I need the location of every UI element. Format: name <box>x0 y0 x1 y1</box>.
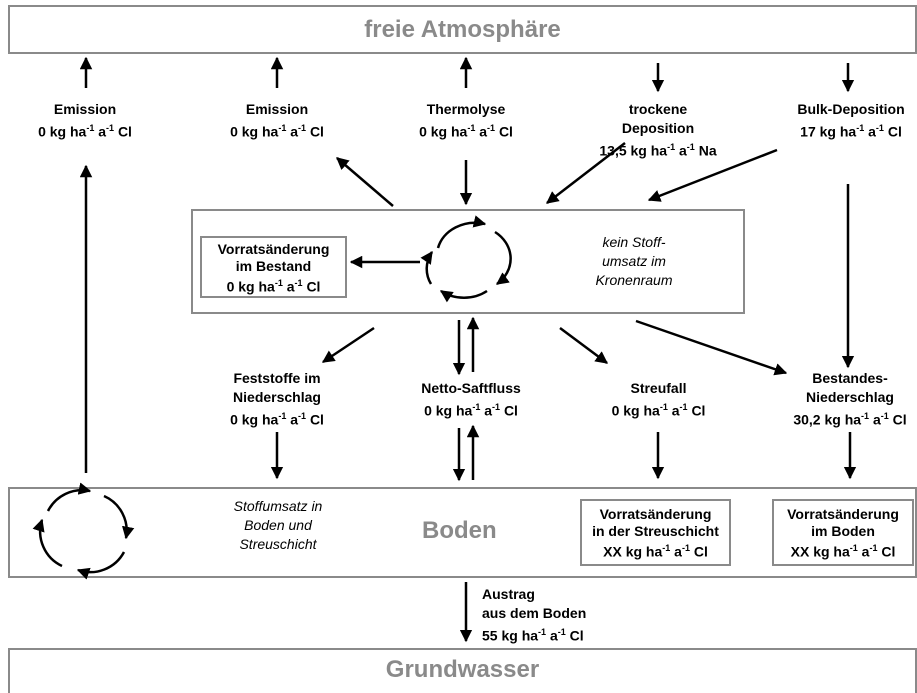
canopy-stock-change-box: Vorratsänderung im Bestand 0 kg ha-1 a-1… <box>200 236 347 298</box>
label-throughfall: Bestandes- Niederschlag 30,2 kg ha-1 a-1… <box>793 370 907 428</box>
soil-stock-change-box: Vorratsänderung im Boden XX kg ha-1 a-1 … <box>772 499 914 566</box>
label-emission-left: Emission 0 kg ha-1 a-1 Cl <box>38 101 132 140</box>
groundwater-box: Grundwasser <box>8 648 917 693</box>
label-net-sap: Netto-Saftfluss 0 kg ha-1 a-1 Cl <box>406 379 536 421</box>
arrow-dry-deposition-canopy <box>546 142 626 204</box>
canopy-note: kein Stoff- umsatz im Kronenraum <box>595 234 673 288</box>
groundwater-title: Grundwasser <box>385 656 540 683</box>
soil-box: Boden <box>8 487 917 578</box>
arrow-bulk-deposition-canopy <box>647 148 778 202</box>
label-litterfall: Streufall 0 kg ha-1 a-1 Cl <box>611 380 706 419</box>
label-bulk-deposition: Bulk-Deposition 17 kg ha-1 a-1 Cl <box>797 101 905 140</box>
litter-stock-change-box: Vorratsänderung in der Streuschicht XX k… <box>580 499 731 566</box>
arrow-litterfall <box>559 326 609 365</box>
label-output: Austrag aus dem Boden 55 kg ha-1 a-1 Cl <box>482 586 587 644</box>
soil-title: Boden <box>422 517 497 544</box>
label-emission-mid: Emission 0 kg ha-1 a-1 Cl <box>230 101 324 140</box>
label-dry-deposition: trockene Deposition 13,5 kg ha-1 a-1 Na <box>599 101 717 159</box>
label-thermolyse: Thermolyse 0 kg ha-1 a-1 Cl <box>419 101 513 140</box>
soil-cycle-icon <box>32 482 135 580</box>
label-solids: Feststoffe im Niederschlag 0 kg ha-1 a-1… <box>230 370 324 428</box>
arrow-solids <box>321 326 375 364</box>
soil-note: Stoffumsatz in Boden und Streuschicht <box>233 498 323 552</box>
atmosphere-title: freie Atmosphäre <box>364 16 561 43</box>
atmosphere-box: freie Atmosphäre <box>8 5 917 54</box>
arrow-canopy-emission <box>336 157 394 207</box>
canopy-cycle-icon <box>420 215 512 303</box>
arrow-throughfall <box>635 319 788 376</box>
